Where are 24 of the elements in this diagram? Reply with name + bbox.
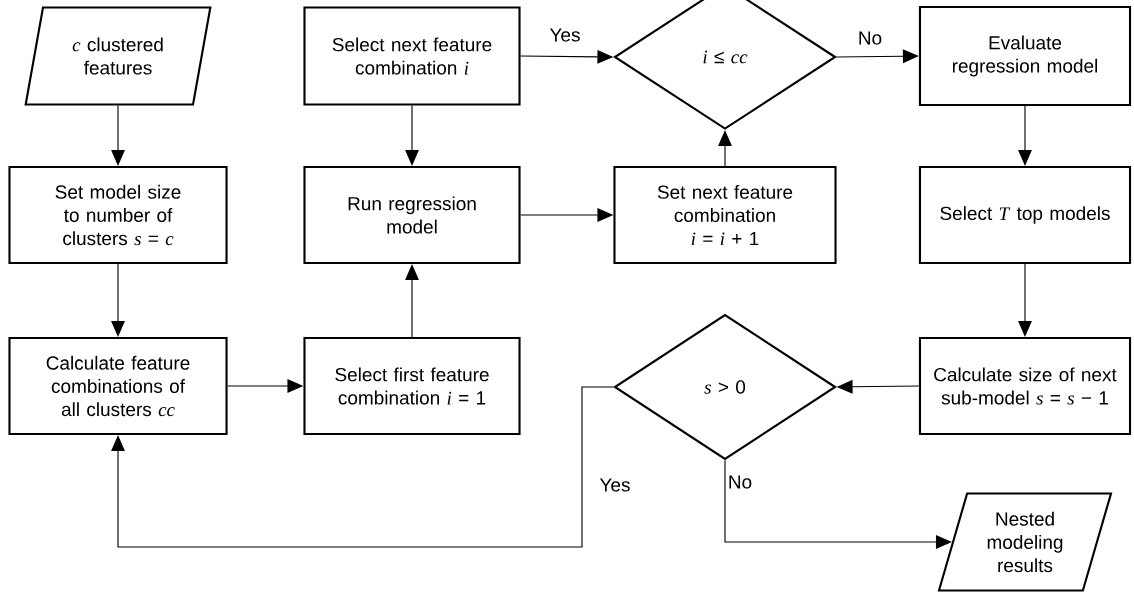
arrow [718,130,732,167]
process-box: Run regression model [303,165,521,265]
arrow [1018,105,1032,166]
arrow [1018,263,1032,337]
arrow [111,105,125,166]
process-box: Calculate feature combinations of all clusters cc [8,336,228,436]
arrow [405,105,419,166]
process-box: Evaluate regression model [918,5,1132,107]
arrow [111,386,614,548]
input-output-parallelogram: c clustered features [24,6,212,106]
arrow [111,263,125,337]
process-box: Select first feature combination i = 1 [303,336,521,436]
process-box: Select next feature combination i [303,6,521,106]
process-box: Set next feature combination i = i + 1 [613,165,837,265]
edge-label: No [726,473,754,491]
process-box: Set model size to number of clusters s = c [8,165,228,265]
arrow [405,264,419,338]
process-box: Calculate size of next sub-model s = s − 1 [918,336,1132,436]
edge-label: Yes [598,476,632,493]
process-box: Select T top models [918,165,1132,265]
edge-label: Yes [548,26,582,44]
edge-label: No [856,29,884,47]
input-output-parallelogram: Nested modeling results [937,492,1113,592]
arrow [724,459,952,549]
